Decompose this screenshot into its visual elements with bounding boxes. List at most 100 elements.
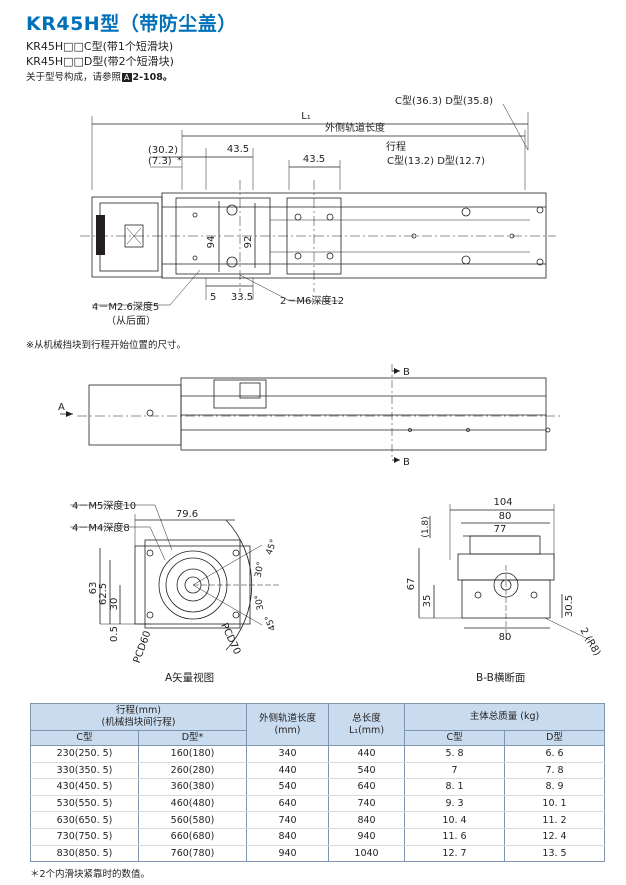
table-cell: 10. 1 <box>504 795 606 813</box>
dim-80-top: 80 <box>499 511 512 522</box>
table-cell: 11. 2 <box>504 811 606 829</box>
table-cell: 540 <box>246 778 330 796</box>
table-cell: 830(850. 5) <box>30 845 139 863</box>
table-cell: 540 <box>328 762 406 780</box>
dim-62-5: 62.5 <box>98 583 109 605</box>
dim-30: 30 <box>109 598 120 611</box>
dim-43-5-a: 43.5 <box>227 144 249 155</box>
dim-star: * <box>177 156 182 166</box>
table-cell: 8. 1 <box>404 778 506 796</box>
dim-35: 35 <box>422 595 433 608</box>
dim-43-5-b: 43.5 <box>303 154 325 165</box>
stopper-note: ※从机械挡块到行程开始位置的尺寸。 <box>26 340 186 351</box>
table-cell: 440 <box>328 745 406 763</box>
label-cd-total: C型(36.3) D型(35.8) <box>395 94 493 107</box>
pcd60: PCD60 <box>132 630 154 665</box>
table-cell: 360(380) <box>137 778 248 796</box>
tap-m2-6-note: （从后面） <box>106 315 156 327</box>
table-cell: 740 <box>328 795 406 813</box>
header-mass: 主体总质量 (kg) <box>404 703 606 731</box>
dim-94: 94 <box>206 236 217 249</box>
dim-104: 104 <box>493 497 512 508</box>
table-cell: 12. 7 <box>404 845 506 863</box>
dim-33-5: 33.5 <box>231 292 253 303</box>
reference-badge: A <box>122 73 132 82</box>
label-stroke: 行程 <box>386 140 406 153</box>
table-cell: 12. 4 <box>504 828 606 846</box>
footnote: ＊2个内滑块紧靠时的数值。 <box>30 869 151 880</box>
dim-63: 63 <box>88 582 99 595</box>
dim-1-8: (1.8) <box>421 516 431 537</box>
table-cell: 660(680) <box>137 828 248 846</box>
section-view <box>418 504 591 641</box>
tap-m5: 4－M5深度10 <box>72 499 136 512</box>
angle-30-top: 30° <box>254 561 267 578</box>
dim-77: 77 <box>494 524 507 535</box>
angle-45-bottom: 45° <box>264 613 279 631</box>
header-d-type: D型* <box>137 730 248 746</box>
table-cell: 840 <box>328 811 406 829</box>
reference-page: 2-108。 <box>132 72 173 83</box>
motor-label-vertical <box>96 215 105 255</box>
table-cell: 640 <box>246 795 330 813</box>
tap-m2-6: 4－M2.6深度5 <box>92 300 159 313</box>
table-cell: 560(580) <box>137 811 248 829</box>
header-rail: 外侧轨道长度(mm) <box>246 703 330 746</box>
table-cell: 530(550. 5) <box>30 795 139 813</box>
label-l1: L₁ <box>301 111 311 122</box>
table-cell: 940 <box>328 828 406 846</box>
reference-text: 关于型号构成，请参照 <box>26 72 122 83</box>
table-cell: 760(780) <box>137 845 248 863</box>
dim-7-3: (7.3) <box>148 156 172 167</box>
dim-30-5: 30.5 <box>564 595 575 617</box>
dim-92: 92 <box>243 236 254 249</box>
arrowheads <box>66 368 400 463</box>
header-stroke: 行程(mm)(机械挡块间行程) <box>29 703 248 731</box>
dim-79-6: 79.6 <box>176 509 198 520</box>
table-cell: 5. 8 <box>404 745 506 763</box>
table-cell: 630(650. 5) <box>30 811 139 829</box>
table-cell: 13. 5 <box>504 845 606 863</box>
subtitle-d-type: KR45H□□D型(带2个短滑块) <box>26 55 174 68</box>
dim-67: 67 <box>406 578 417 591</box>
table-cell: 840 <box>246 828 330 846</box>
header-c-type: C型 <box>30 730 139 746</box>
angle-30-bottom: 30° <box>254 594 267 611</box>
dim-5: 5 <box>210 292 216 303</box>
table-cell: 11. 6 <box>404 828 506 846</box>
tap-m4: 4－M4深度8 <box>72 521 130 534</box>
end-view-caption: A矢量视图 <box>165 672 215 684</box>
dim-0-5: 0.5 <box>109 626 120 642</box>
table-cell: 7. 8 <box>504 762 606 780</box>
tap-m6: 2－M6深度12 <box>280 294 344 307</box>
header-mass-c: C型 <box>404 730 506 746</box>
table-cell: 330(350. 5) <box>30 762 139 780</box>
table-cell: 6. 6 <box>504 745 606 763</box>
subtitle-c-type: KR45H□□C型(带1个短滑块) <box>26 40 174 53</box>
table-cell: 640 <box>328 778 406 796</box>
label-cd-stroke: C型(13.2) D型(12.7) <box>387 154 485 167</box>
table-cell: 440 <box>246 762 330 780</box>
table-cell: 7 <box>404 762 506 780</box>
angle-45-top: 45° <box>265 538 280 556</box>
table-cell: 430(450. 5) <box>30 778 139 796</box>
top-view <box>80 103 556 306</box>
page-title: KR45H型（带防尘盖） <box>26 13 237 35</box>
table-cell: 10. 4 <box>404 811 506 829</box>
table-cell: 160(180) <box>137 745 248 763</box>
table-cell: 740 <box>246 811 330 829</box>
label-outer-rail-length: 外侧轨道长度 <box>325 121 385 134</box>
table-cell: 260(280) <box>137 762 248 780</box>
table-cell: 230(250. 5) <box>30 745 139 763</box>
